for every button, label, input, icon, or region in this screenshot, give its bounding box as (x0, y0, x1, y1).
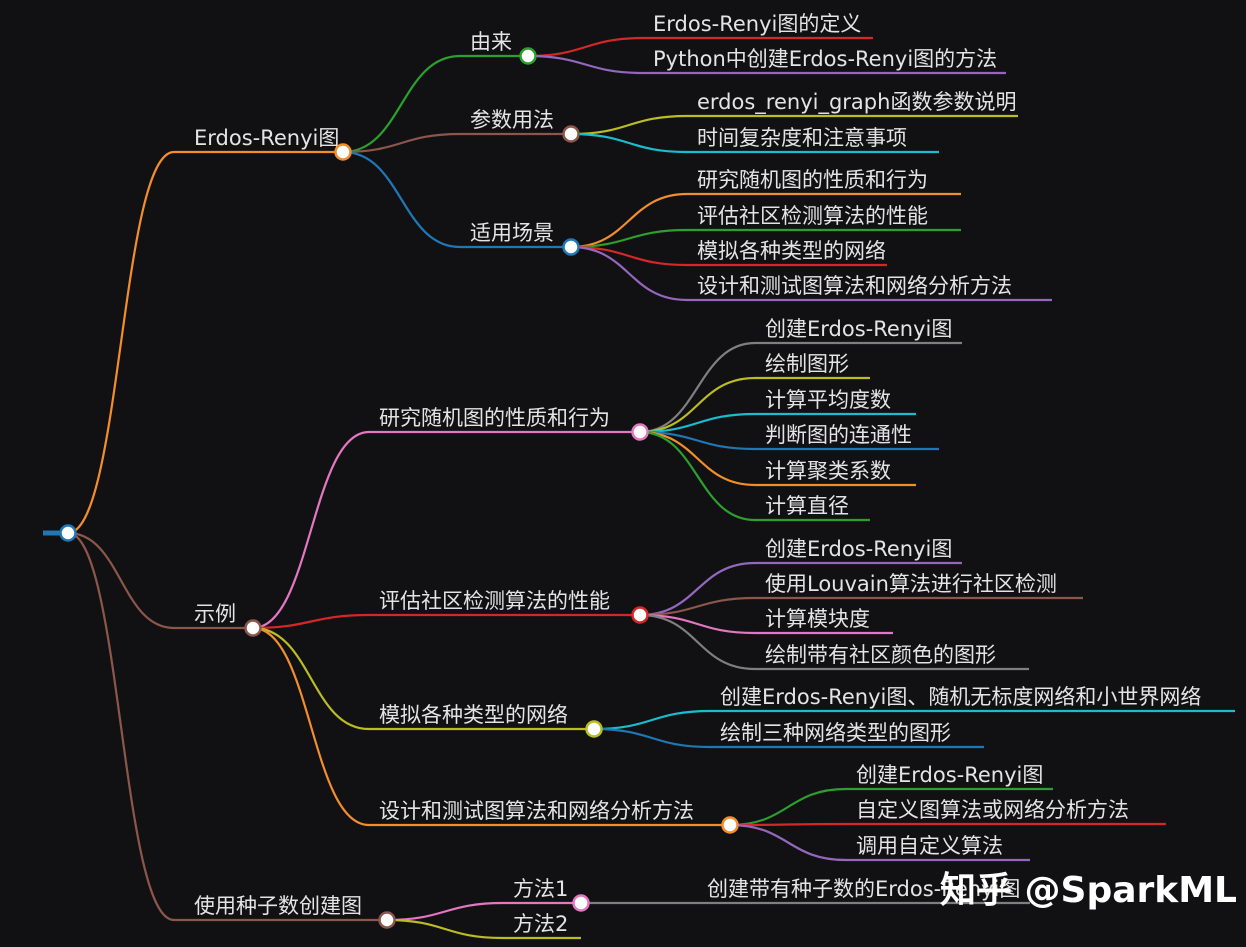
leaf-edge (639, 596, 756, 617)
branch-label[interactable]: Erdos-Renyi图 (194, 126, 339, 150)
branch-node[interactable] (378, 911, 396, 929)
topic-label[interactable]: 参数用法 (470, 108, 554, 132)
leaf-edge (639, 341, 756, 434)
branch-node[interactable] (334, 143, 352, 161)
leaf-label[interactable]: 时间复杂度和注意事项 (697, 126, 907, 150)
leaf-label[interactable]: 创建带有种子数的Erdos-Renyi图 (707, 877, 1020, 901)
leaf-edge (570, 114, 688, 136)
branch-edge (67, 531, 175, 630)
leaf-label[interactable]: 创建Erdos-Renyi图 (765, 537, 952, 561)
branch-edge (67, 150, 175, 535)
leaf-edge (639, 430, 756, 451)
topic-edge (342, 150, 461, 249)
branch-label[interactable]: 使用种子数创建图 (194, 894, 362, 918)
leaf-edge (639, 613, 756, 671)
leaf-edge (729, 823, 847, 862)
topic-label[interactable]: 评估社区检测算法的性能 (379, 589, 610, 613)
topic-node[interactable] (631, 423, 649, 441)
leaf-edge (729, 787, 847, 827)
branch-edge (67, 531, 175, 922)
leaf-label[interactable]: 绘制三种网络类型的图形 (720, 721, 951, 745)
topic-edge (252, 626, 370, 827)
leaf-edge (639, 376, 756, 434)
leaf-edge (639, 412, 756, 434)
leaf-edge (639, 613, 756, 635)
topic-node[interactable] (721, 816, 739, 834)
leaf-edge (570, 228, 688, 249)
leaf-edge (570, 245, 688, 302)
topic-edge (386, 918, 504, 940)
topic-label[interactable]: 方法1 (513, 877, 568, 901)
leaf-edge (570, 192, 688, 249)
watermark: 知乎 @SparkML (940, 870, 1237, 911)
topic-node[interactable] (562, 238, 580, 256)
leaf-label[interactable]: 绘制图形 (765, 352, 849, 376)
topic-edge (252, 626, 370, 731)
topic-label[interactable]: 设计和测试图算法和网络分析方法 (379, 799, 694, 823)
leaf-label[interactable]: 评估社区检测算法的性能 (697, 204, 928, 228)
branch-node[interactable] (244, 619, 262, 637)
branch-label[interactable]: 示例 (194, 602, 236, 626)
leaf-label[interactable]: 绘制带有社区颜色的图形 (765, 643, 996, 667)
leaf-edge (570, 132, 688, 154)
topic-node[interactable] (519, 47, 537, 65)
leaf-label[interactable]: 研究随机图的性质和行为 (697, 168, 928, 192)
topic-node[interactable] (585, 720, 603, 738)
topic-edge (252, 613, 370, 630)
leaf-label[interactable]: 计算平均度数 (765, 388, 891, 412)
leaf-label[interactable]: 创建Erdos-Renyi图、随机无标度网络和小世界网络 (720, 685, 1201, 709)
root-node[interactable] (59, 524, 77, 542)
topic-label[interactable]: 适用场景 (470, 221, 554, 245)
topic-edge (252, 430, 370, 630)
leaf-label[interactable]: 创建Erdos-Renyi图 (765, 317, 952, 341)
leaf-label[interactable]: 自定义图算法或网络分析方法 (856, 798, 1129, 822)
leaf-label[interactable]: 计算聚类系数 (765, 459, 891, 483)
leaf-edge (593, 709, 711, 731)
leaf-label[interactable]: 设计和测试图算法和网络分析方法 (697, 274, 1012, 298)
topic-label[interactable]: 研究随机图的性质和行为 (379, 406, 610, 430)
leaf-edge (639, 430, 756, 522)
leaf-edge (593, 727, 711, 749)
leaf-label[interactable]: 计算直径 (765, 494, 849, 518)
leaf-label[interactable]: 判断图的连通性 (765, 423, 912, 447)
leaf-edge (639, 561, 756, 617)
topic-edge (386, 901, 504, 922)
topic-label[interactable]: 由来 (470, 30, 512, 54)
leaf-label[interactable]: 模拟各种类型的网络 (697, 239, 886, 263)
topic-node[interactable] (631, 606, 649, 624)
topic-node[interactable] (572, 894, 590, 912)
leaf-label[interactable]: Python中创建Erdos-Renyi图的方法 (653, 47, 997, 71)
leaf-label[interactable]: 调用自定义算法 (856, 834, 1003, 858)
topic-edge (342, 132, 461, 154)
leaf-edge (527, 36, 644, 58)
leaf-label[interactable]: erdos_renyi_graph函数参数说明 (697, 90, 1016, 115)
topic-node[interactable] (562, 125, 580, 143)
topic-edge (342, 54, 461, 154)
leaf-label[interactable]: 使用Louvain算法进行社区检测 (765, 572, 1057, 596)
leaf-edge (729, 822, 847, 827)
leaf-edge (527, 54, 644, 75)
topic-label[interactable]: 方法2 (513, 912, 568, 936)
topic-label[interactable]: 模拟各种类型的网络 (379, 703, 568, 727)
leaf-label[interactable]: 创建Erdos-Renyi图 (856, 763, 1043, 787)
leaf-label[interactable]: Erdos-Renyi图的定义 (653, 12, 861, 36)
leaf-label[interactable]: 计算模块度 (765, 607, 870, 631)
